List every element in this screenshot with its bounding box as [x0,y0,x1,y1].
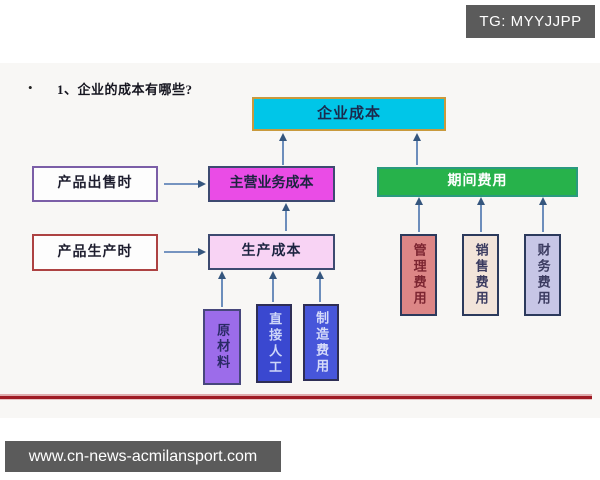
node-direct-labor: 直接人工 [256,304,292,383]
node-selling-expense: 销售费用 [462,234,499,316]
node-product-sold: 产品出售时 [32,166,158,202]
node-manufacturing-expense: 制造费用 [303,304,339,381]
node-main-business-cost: 主营业务成本 [208,166,335,202]
question-title: 1、企业的成本有哪些? [57,82,193,97]
node-production-cost: 生产成本 [208,234,335,270]
node-period-expense: 期间费用 [377,167,578,197]
node-product-produced: 产品生产时 [32,234,158,271]
watermark-url-bar: www.cn-news-acmilansport.com [5,441,281,472]
node-raw-material: 原材料 [203,309,241,385]
telegram-badge: TG: MYYJJPP [466,5,595,38]
node-financial-expense: 财务费用 [524,234,561,316]
node-enterprise-cost: 企业成本 [252,97,446,131]
red-divider-line [0,394,592,400]
node-admin-expense: 管理费用 [400,234,437,316]
list-bullet: • [28,80,33,95]
